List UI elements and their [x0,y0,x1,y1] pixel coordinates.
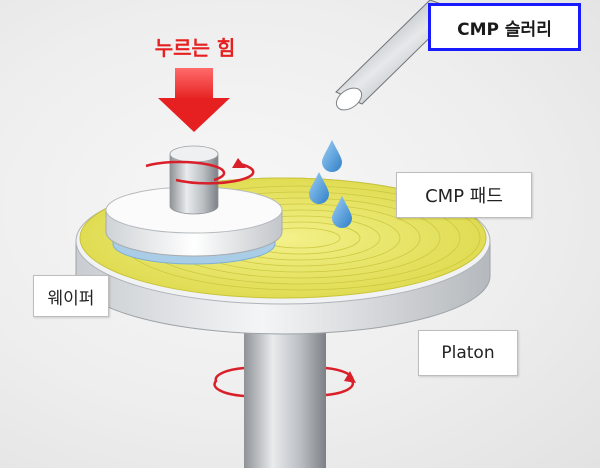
pad-label: CMP 패드 [396,172,532,218]
carrier-head [105,145,283,257]
rotation-arrow-icon [145,160,255,185]
rotation-arrowhead-icon [232,158,246,168]
rotation-arrowhead-icon [344,371,356,383]
slurry-label: CMP 슬러리 [428,3,581,51]
platen-label: Platon [418,330,518,376]
wafer-label: 웨이퍼 [33,275,109,317]
down-arrow-icon [158,68,230,132]
slurry-nozzle-icon [335,0,459,111]
force-label: 누르는 힘 [154,35,236,60]
droplet-icon [309,140,352,228]
